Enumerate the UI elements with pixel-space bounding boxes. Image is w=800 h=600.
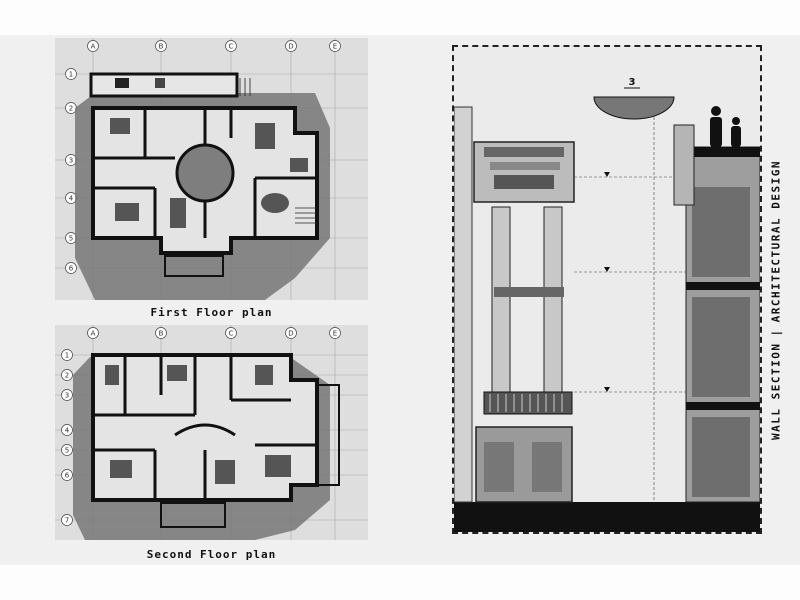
grid-label: D xyxy=(288,330,293,338)
grid-label: 3 xyxy=(69,157,73,165)
grid-label: 6 xyxy=(65,472,70,480)
grid-label: 1 xyxy=(65,352,69,360)
grid-label: A xyxy=(91,43,96,51)
wall-section-drawing: 3 xyxy=(452,45,762,534)
grid-label: 3 xyxy=(65,392,69,400)
grid-label: 5 xyxy=(65,447,69,455)
grid-label: A xyxy=(91,330,96,338)
grid-label: 1 xyxy=(69,71,73,79)
second-floor-caption: Second Floor plan xyxy=(146,548,277,561)
first-floor-caption: First Floor plan xyxy=(150,306,273,319)
grid-label: E xyxy=(333,330,337,338)
grid-label: 4 xyxy=(69,195,74,203)
grid-label: 6 xyxy=(69,265,74,273)
second-floor-plan: A B C D E 1 2 3 4 5 6 7 xyxy=(55,325,368,540)
grid-label: 2 xyxy=(69,105,73,113)
grid-label: 2 xyxy=(65,372,69,380)
grid-label: B xyxy=(159,43,164,51)
sheet-side-title: WALL SECTION | ARCHITECTURAL DESIGN xyxy=(770,160,783,440)
grid-label: 7 xyxy=(65,517,69,525)
detail-marker-label: 3 xyxy=(629,77,636,88)
wall-section-illustration: 3 xyxy=(454,47,760,532)
second-floor-plan-drawing: A B C D E 1 2 3 4 5 6 7 xyxy=(55,325,368,540)
grid-label: 5 xyxy=(69,235,73,243)
grid-label: C xyxy=(229,43,234,51)
grid-label: B xyxy=(159,330,164,338)
first-floor-plan-drawing: A B C D E 1 2 3 4 5 6 xyxy=(55,38,368,300)
grid-label: D xyxy=(288,43,293,51)
side-title-left: WALL SECTION xyxy=(769,342,783,441)
grid-label: E xyxy=(333,43,337,51)
first-floor-plan: A B C D E 1 2 3 4 5 6 xyxy=(55,38,368,300)
side-title-separator: | xyxy=(769,328,783,337)
grid-label: C xyxy=(229,330,234,338)
side-title-right: ARCHITECTURAL DESIGN xyxy=(769,159,783,323)
grid-label: 4 xyxy=(65,427,70,435)
